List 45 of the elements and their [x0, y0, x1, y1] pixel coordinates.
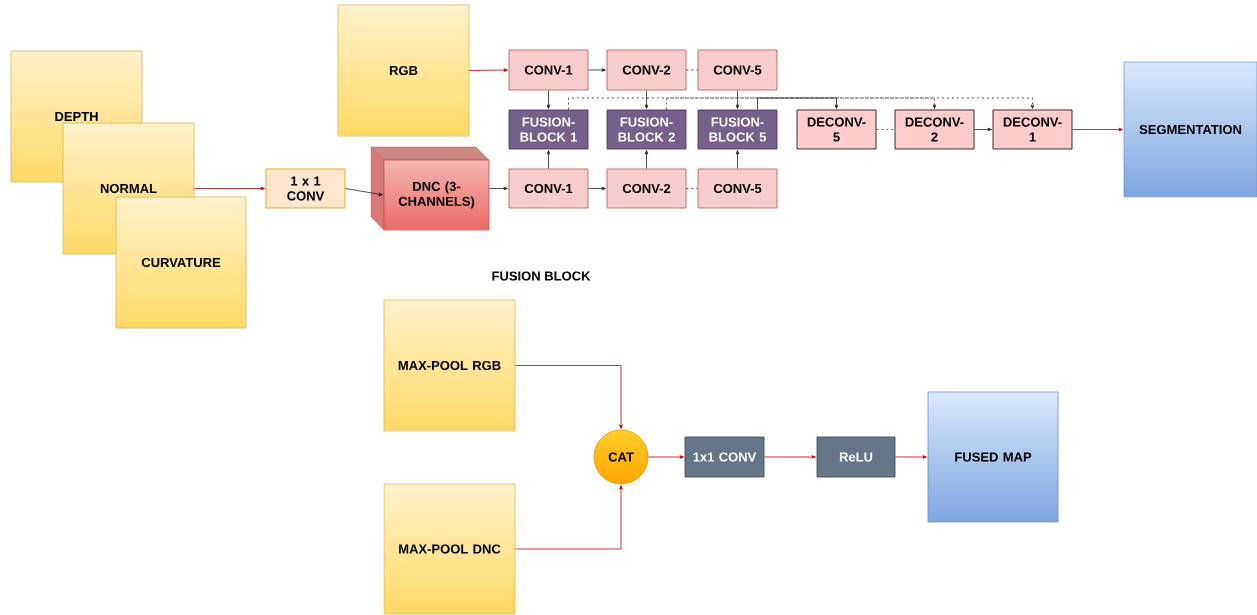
layer-box: CONV-1	[508, 168, 589, 209]
arrow	[644, 90, 649, 109]
process-box: 1x1 CONV	[684, 436, 765, 478]
layer-box: CONV-5	[697, 168, 778, 209]
arrow	[735, 90, 740, 109]
arrow	[194, 186, 265, 191]
arrow	[568, 97, 1035, 110]
process-box: MAX-POOL RGB	[383, 299, 516, 432]
arrow	[546, 150, 551, 169]
layer-box: DECONV-1	[992, 109, 1073, 150]
layer-box: DECONV-5	[796, 109, 877, 150]
process-box: MAX-POOL DNC	[383, 483, 516, 615]
output-box: FUSED MAP	[927, 391, 1059, 523]
arrow	[735, 150, 740, 169]
arrow	[489, 186, 508, 191]
process-box: 1 x 1 CONV	[265, 168, 346, 209]
output-box: SEGMENTATION	[1123, 61, 1257, 198]
arrow	[515, 485, 623, 550]
section-heading: FUSION BLOCK	[492, 271, 591, 281]
arrow	[515, 365, 623, 429]
arrow	[974, 127, 992, 132]
layer-box: CONV-2	[606, 168, 687, 209]
layer-box: CONV-2	[606, 49, 687, 91]
arrow	[757, 97, 839, 110]
arrow	[546, 90, 551, 109]
arrow	[666, 97, 937, 110]
arrow	[469, 68, 508, 72]
layer-box: CONV-5	[697, 49, 778, 91]
arrow	[1072, 127, 1123, 132]
arrow	[764, 455, 816, 459]
process-box: ReLU	[816, 436, 896, 478]
fusion-box: FUSION-BLOCK 2	[606, 109, 687, 150]
layer-box: CONV-1	[508, 49, 589, 91]
arrow	[895, 455, 927, 459]
arrow	[588, 68, 606, 72]
process-box: CURVATURE	[115, 196, 247, 329]
arrow	[644, 150, 649, 169]
fusion-box: FUSION-BLOCK 1	[508, 109, 589, 150]
arrow	[345, 188, 383, 196]
cube-box: DNC (3-CHANNELS)	[370, 146, 490, 231]
arrow	[648, 455, 684, 459]
arrow	[588, 186, 606, 191]
process-box: RGB	[337, 4, 470, 137]
layer-box: DECONV-2	[894, 109, 975, 150]
fusion-box: FUSION-BLOCK 5	[697, 109, 778, 150]
